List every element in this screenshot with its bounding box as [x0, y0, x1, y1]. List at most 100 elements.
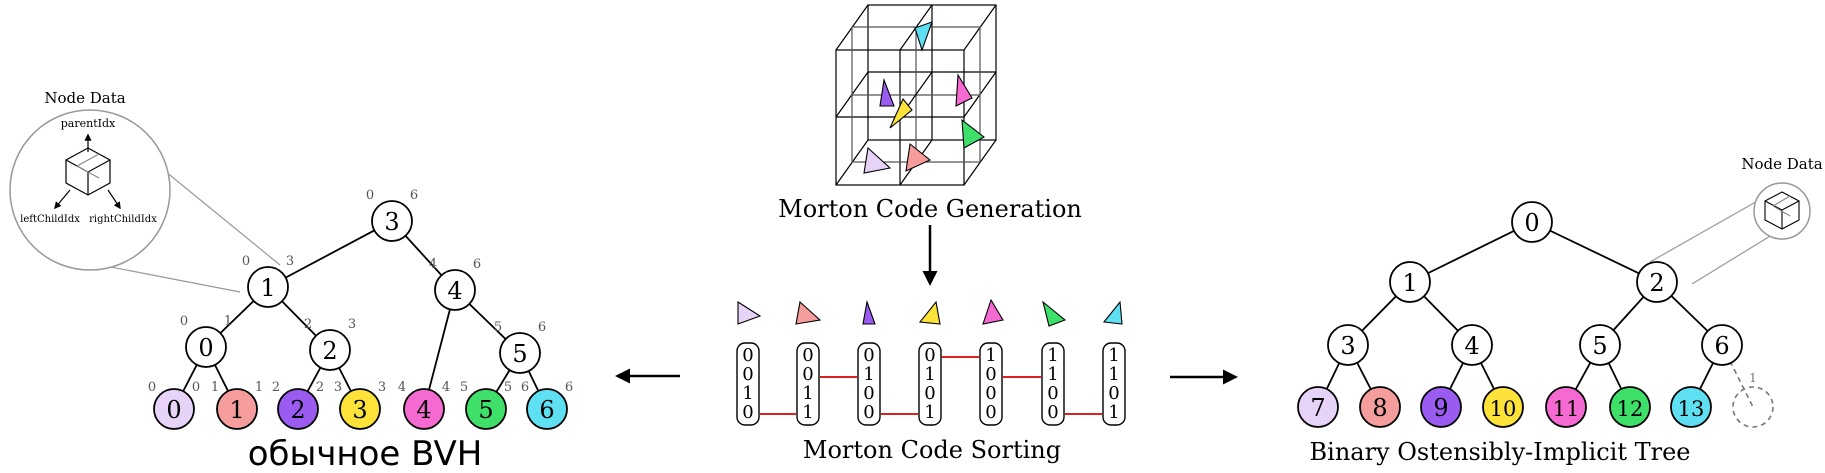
- cube-triangle: [889, 97, 913, 129]
- morton-bit: 0: [742, 345, 753, 366]
- bvh-leaf-node: [465, 388, 507, 430]
- implicit-leaf-label: 13: [1678, 397, 1705, 421]
- bvh-internal-node: [499, 332, 541, 374]
- node-box-icon-small: [1764, 191, 1800, 230]
- bvh-leaf-range-end: 3: [378, 380, 386, 395]
- bvh-leaf-label: 0: [166, 396, 181, 424]
- cube-triangle: [955, 73, 973, 107]
- morton-bit: 0: [924, 345, 935, 366]
- morton-triangle: [1042, 300, 1067, 327]
- morton-triangle: [982, 298, 1004, 325]
- morton-bit: 0: [1108, 383, 1119, 404]
- morton-code-box: [796, 342, 820, 426]
- right-node-data-title: Node Data: [1741, 155, 1822, 173]
- morton-bit: 0: [985, 364, 996, 385]
- implicit-leaf-label: 9: [1433, 394, 1448, 422]
- bvh-range-end: 6: [538, 320, 546, 335]
- implicit-leaf-node: [1359, 386, 1401, 428]
- bvh-range-start: 0: [366, 188, 374, 203]
- implicit-internal-node: [1579, 324, 1621, 366]
- cube-triangle: [863, 146, 892, 174]
- morton-code-box: [1102, 342, 1126, 426]
- bvh-range-end: 3: [348, 317, 356, 332]
- bvh-range-start: 0: [242, 254, 250, 269]
- sorting-caption: Morton Code Sorting: [803, 436, 1061, 464]
- morton-bit: 1: [1047, 364, 1058, 385]
- morton-bit: 0: [1047, 383, 1058, 404]
- implicit-node-label: 6: [1714, 332, 1729, 360]
- bvh-leaf-range-end: 0: [192, 380, 200, 395]
- parent-idx-label: parentIdx: [61, 117, 116, 130]
- morton-triangle: [862, 299, 876, 325]
- bvh-leaf-range-start: 6: [521, 380, 529, 395]
- bvh-node-label: 1: [260, 274, 275, 302]
- morton-bit: 1: [863, 364, 874, 385]
- morton-bit: 1: [802, 383, 813, 404]
- bvh-leaf-range-end: 5: [504, 380, 512, 395]
- morton-bit: 0: [985, 383, 996, 404]
- morton-bit: 1: [985, 345, 996, 366]
- implicit-internal-node: [1389, 261, 1431, 303]
- morton-code-box: [857, 342, 881, 426]
- cube-triangle: [914, 21, 933, 52]
- bvh-internal-node: [185, 326, 227, 368]
- bvh-leaf-range-end: 1: [255, 380, 263, 395]
- implicit-internal-node: [1451, 324, 1493, 366]
- right-node-data-callout: Node Data: [1649, 155, 1823, 285]
- bvh-leaf-range-start: 0: [148, 380, 156, 395]
- bvh-node-label: 3: [384, 208, 399, 236]
- bvh-internal-node: [434, 269, 476, 311]
- morton-bit: 0: [742, 364, 753, 385]
- morton-triangle: [795, 300, 822, 325]
- implicit-node-label: 4: [1464, 332, 1479, 360]
- morton-bit: 0: [1047, 402, 1058, 423]
- bvh-leaf-label: 3: [352, 396, 367, 424]
- morton-code-box: [1041, 342, 1065, 426]
- tree-edge: [1409, 221, 1533, 283]
- morton-bit: 1: [1108, 345, 1119, 366]
- implicit-leaf-node: [1545, 386, 1587, 428]
- bvh-leaf-node: [339, 388, 381, 430]
- bvh-node-label: 0: [198, 334, 213, 362]
- morton-bit: 1: [1047, 345, 1058, 366]
- implicit-node-label: 0: [1524, 209, 1539, 237]
- morton-bit: 0: [863, 345, 874, 366]
- morton-triangle: [918, 300, 941, 325]
- left-child-idx-label: leftChildIdx: [20, 214, 80, 225]
- morton-bit: 1: [924, 402, 935, 423]
- bvh-range-start: 0: [180, 314, 188, 329]
- implicit-node-label: 5: [1592, 332, 1607, 360]
- bvh-leaf-node: [403, 388, 445, 430]
- morton-bit: 1: [1108, 364, 1119, 385]
- bvh-range-start: 2: [304, 317, 312, 332]
- bvh-leaf-range-end: 2: [316, 380, 324, 395]
- morton-bit: 0: [802, 364, 813, 385]
- bvh-internal-node: [309, 329, 351, 371]
- bvh-node-label: 5: [512, 340, 527, 368]
- implicit-leaf-node: [1420, 386, 1462, 428]
- morton-triangle: [1102, 300, 1123, 325]
- bvh-node-label: 2: [322, 337, 337, 365]
- bvh-leaf-node: [216, 388, 258, 430]
- right-caption: Binary Ostensibly-Implicit Tree: [1310, 438, 1691, 466]
- implicit-internal-node: [1636, 261, 1678, 303]
- cube-triangle: [961, 118, 986, 149]
- morton-bit: 0: [924, 383, 935, 404]
- morton-bit: 0: [863, 402, 874, 423]
- implicit-leaf-label: 10: [1490, 397, 1517, 421]
- morton-bit: 1: [924, 364, 935, 385]
- left-caption: обычное BVH: [248, 434, 483, 473]
- cube-triangle: [879, 77, 895, 107]
- bvh-range-start: 5: [494, 320, 502, 335]
- bvh-leaf-label: 2: [290, 396, 305, 424]
- right-child-idx-label: rightChildIdx: [89, 214, 157, 225]
- cube-triangle: [905, 142, 932, 172]
- morton-bit: 1: [742, 383, 753, 404]
- implicit-internal-node: [1327, 324, 1369, 366]
- bvh-leaf-label: 1: [229, 396, 244, 424]
- tree-edge: [1531, 221, 1658, 283]
- implicit-leaf-label: 12: [1617, 397, 1644, 421]
